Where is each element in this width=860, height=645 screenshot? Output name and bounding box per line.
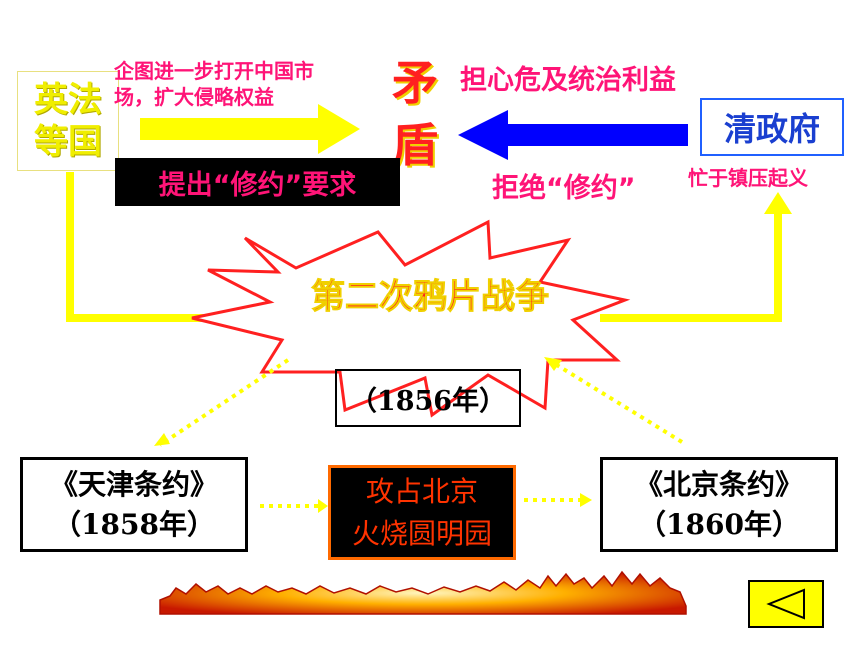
capture-line2: 火烧圆明园 [351, 516, 492, 550]
war-title-svg: 第二次鸦片战争 [311, 277, 550, 318]
powers-demand-text: 提出“修约”要求 [115, 158, 400, 206]
treaty-tianjin-year: （1858年） [53, 507, 215, 541]
back-button[interactable] [748, 580, 824, 628]
treaty-tianjin-name: 《天津条约》 [49, 467, 218, 501]
capture-beijing-box: 攻占北京 火烧圆明园 [328, 465, 516, 560]
treaty-beijing-box: 《北京条约》 （1860年） [600, 457, 838, 552]
triangle-left-icon [766, 588, 805, 620]
war-year-box: （1856年） [335, 369, 521, 427]
powers-label-line1: 英法 [34, 80, 102, 120]
war-title: 第二次鸦片战争 [311, 277, 549, 317]
qing-label: 清政府 [723, 110, 820, 148]
qing-busy-text: 忙于镇压起义 [688, 166, 808, 190]
war-year: （1856年） [349, 385, 507, 417]
war-explosion-shape [191, 219, 631, 418]
powers-goal-line1: 企图进一步打开中国市 [114, 59, 314, 83]
powers-goal-line2: 场，扩大侵略权益 [114, 85, 274, 109]
powers-arrow [140, 104, 360, 154]
war-to-qing-line [600, 192, 792, 322]
contradiction-char1: 矛 [392, 56, 438, 110]
qing-box: 清政府 [700, 98, 844, 156]
treaty-beijing-year: （1860年） [638, 507, 800, 541]
fire-banner [159, 570, 687, 615]
qing-arrow [458, 110, 688, 160]
treaty-tianjin-box: 《天津条约》 （1858年） [20, 457, 248, 552]
powers-box: 英法 等国 [17, 71, 119, 171]
treaty-beijing-name: 《北京条约》 [634, 467, 803, 501]
powers-goal-text: 企图进一步打开中国市 场，扩大侵略权益 [114, 58, 314, 110]
powers-label-line2: 等国 [34, 122, 102, 162]
qing-worry-text: 担心危及统治利益 [460, 65, 676, 96]
contradiction-label: 矛 盾 [392, 52, 438, 176]
qing-refuse-text: 拒绝“修约” [492, 173, 636, 204]
beijing-to-war-dotted [550, 360, 684, 444]
war-to-tianjin-dotted [158, 358, 290, 447]
capture-line1: 攻占北京 [365, 474, 478, 508]
